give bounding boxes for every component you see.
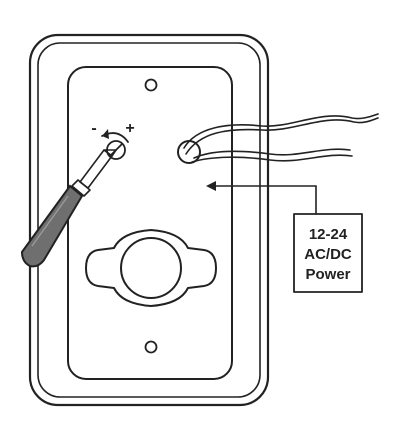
rotation-arrow-icon — [101, 129, 129, 143]
bottom-mounting-hole — [144, 340, 158, 354]
power-label-line3: Power — [305, 266, 350, 283]
wire-grommet — [177, 140, 201, 164]
plus-sign: + — [125, 120, 134, 137]
power-wires — [183, 113, 379, 163]
mounting-plate — [28, 33, 270, 407]
power-leader-arrow — [206, 181, 317, 215]
power-label-box: 12-24 AC/DC Power — [293, 213, 363, 293]
power-label-line2: AC/DC — [304, 246, 352, 263]
minus-sign: - — [91, 120, 96, 137]
inner-panel — [67, 66, 233, 380]
screwdriver-icon — [20, 149, 117, 268]
power-label-line1: 12-24 — [309, 226, 348, 243]
center-knockout — [85, 229, 217, 307]
top-mounting-hole — [144, 78, 158, 92]
